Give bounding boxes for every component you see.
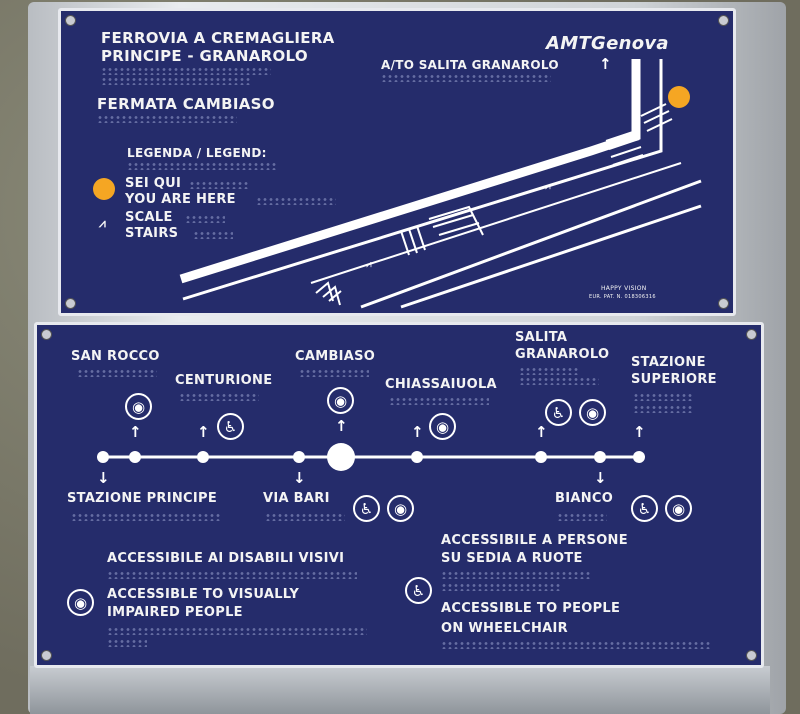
screw xyxy=(718,298,729,309)
map-plate: FERROVIA A CREMAGLIERA PRINCIPE - GRANAR… xyxy=(58,8,736,316)
braille-text xyxy=(77,369,157,377)
stop-cambiaso: CAMBIASO xyxy=(295,349,376,364)
legend-here-it: SEI QUI xyxy=(125,176,182,191)
braille-text xyxy=(389,397,489,405)
current-stop-marker xyxy=(668,86,690,108)
braille-text xyxy=(193,231,233,239)
patent-label: EUR. PAT. N. 018306316 xyxy=(589,294,656,300)
stop-san-rocco: SAN ROCCO xyxy=(71,349,160,364)
braille-text xyxy=(127,162,277,170)
up-arrow-icon: ↑ xyxy=(335,417,348,435)
braille-text xyxy=(265,513,345,521)
braille-text xyxy=(107,639,147,647)
braille-text xyxy=(519,377,599,385)
wheelchair-icon: ♿ xyxy=(545,399,572,426)
braille-text xyxy=(101,77,251,85)
stop-via-bari: VIA BARI xyxy=(263,491,330,506)
line-plate: SAN ROCCO CENTURIONE CAMBIASO CHIASSAIUO… xyxy=(34,322,764,668)
legend-title: LEGENDA / LEGEND: xyxy=(127,146,267,160)
stairs-icon: ⩘ xyxy=(545,181,551,192)
wheelchair-icon: ♿ xyxy=(631,495,658,522)
braille-text xyxy=(97,115,237,123)
you-are-here-marker xyxy=(93,178,115,200)
title-line1: FERROVIA A CREMAGLIERA xyxy=(101,29,335,47)
screw xyxy=(718,15,729,26)
legend-visual-en1: ACCESSIBLE TO VISUALLY xyxy=(107,587,300,602)
stop-salita: SALITA xyxy=(515,330,568,345)
braille-text xyxy=(179,393,259,401)
direction-label: A/TO SALITA GRANAROLO xyxy=(381,58,559,72)
eye-icon: ◉ xyxy=(429,413,456,440)
wheelchair-icon: ♿ xyxy=(217,413,244,440)
braille-text xyxy=(189,181,249,189)
legend-wheel-en2: ON WHEELCHAIR xyxy=(441,621,568,636)
up-arrow-icon: ↑ xyxy=(411,423,424,441)
down-arrow-icon: ↓ xyxy=(97,469,110,487)
stop-name: FERMATA CAMBIASO xyxy=(97,95,275,113)
eye-icon: ◉ xyxy=(327,387,354,414)
up-arrow-icon: ↑ xyxy=(197,423,210,441)
braille-text xyxy=(256,197,336,205)
down-arrow-icon: ↓ xyxy=(293,469,306,487)
up-arrow-icon: ↑ xyxy=(633,423,646,441)
stop-chiassaiuola: CHIASSAIUOLA xyxy=(385,377,497,392)
stop-superiore: SUPERIORE xyxy=(631,372,717,387)
braille-text xyxy=(71,513,221,521)
screw xyxy=(746,329,757,340)
eye-icon: ◉ xyxy=(665,495,692,522)
braille-text xyxy=(519,367,579,375)
braille-text xyxy=(441,571,591,579)
wheelchair-icon: ♿ xyxy=(405,577,432,604)
legend-visual-en2: IMPAIRED PEOPLE xyxy=(107,605,243,620)
wheelchair-icon: ♿ xyxy=(353,495,380,522)
stop-bianco: BIANCO xyxy=(555,491,614,506)
legend-wheel-en1: ACCESSIBLE TO PEOPLE xyxy=(441,601,621,616)
braille-text xyxy=(441,641,711,649)
stop-granarolo: GRANAROLO xyxy=(515,347,610,362)
eye-icon: ◉ xyxy=(387,495,414,522)
screw xyxy=(65,298,76,309)
stop-stazione-principe: STAZIONE PRINCIPE xyxy=(67,491,218,506)
screw xyxy=(41,650,52,661)
up-arrow-icon: ↑ xyxy=(599,55,612,73)
eye-icon: ◉ xyxy=(67,589,94,616)
braille-text xyxy=(107,571,357,579)
stairs-icon: ⩘ xyxy=(99,216,107,230)
braille-text xyxy=(299,369,369,377)
braille-text xyxy=(633,405,693,413)
braille-text xyxy=(381,74,551,82)
legend-here-en: YOU ARE HERE xyxy=(125,192,236,207)
braille-text xyxy=(101,67,271,75)
up-arrow-icon: ↑ xyxy=(129,423,142,441)
eye-icon: ◉ xyxy=(125,393,152,420)
brand-logo: AMTGenova xyxy=(546,33,669,54)
screw xyxy=(746,650,757,661)
legend-wheel-it1: ACCESSIBILE A PERSONE xyxy=(441,533,628,548)
title-line2: PRINCIPE - GRANAROLO xyxy=(101,47,308,65)
braille-text xyxy=(633,393,693,401)
maker-label: HAPPY VISION xyxy=(601,285,647,292)
screw xyxy=(41,329,52,340)
stairs-icon: ⩘ xyxy=(635,65,641,76)
stop-stazione: STAZIONE xyxy=(631,355,706,370)
legend-wheel-it2: SU SEDIA A RUOTE xyxy=(441,551,583,566)
frame-bottom xyxy=(30,666,770,714)
up-arrow-icon: ↑ xyxy=(535,423,548,441)
braille-text xyxy=(185,215,225,223)
legend-visual-it: ACCESSIBILE AI DISABILI VISIVI xyxy=(107,551,345,566)
down-arrow-icon: ↓ xyxy=(594,469,607,487)
braille-text xyxy=(441,583,561,591)
track-map: ⩘ ⩘ ⩘ xyxy=(179,59,702,309)
braille-text xyxy=(107,627,367,635)
stop-centurione: CENTURIONE xyxy=(175,373,273,388)
legend-stairs-it: SCALE xyxy=(125,210,173,225)
stairs-icon: ⩘ xyxy=(366,259,372,270)
screw xyxy=(65,15,76,26)
eye-icon: ◉ xyxy=(579,399,606,426)
legend-stairs-en: STAIRS xyxy=(125,226,179,241)
braille-text xyxy=(557,513,607,521)
route-line xyxy=(97,443,645,471)
